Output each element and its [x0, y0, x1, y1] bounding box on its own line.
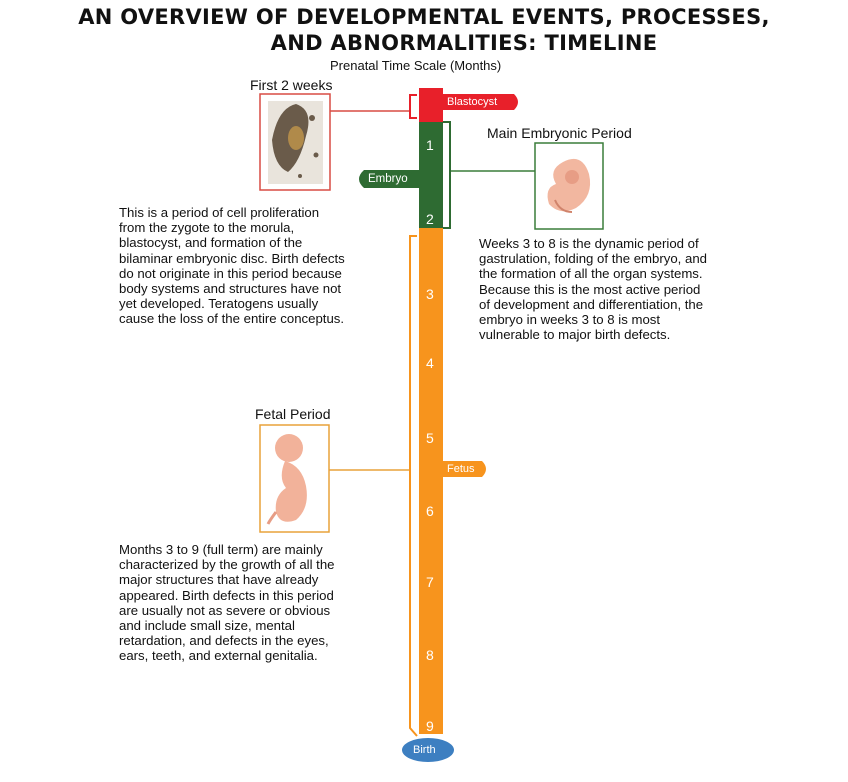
month-label-4: 4: [426, 355, 434, 371]
month-label-6: 6: [426, 503, 434, 519]
month-label-7: 7: [426, 574, 434, 590]
month-label-3: 3: [426, 286, 434, 302]
fetal-period-label: Fetal Period: [255, 406, 331, 422]
birth-oval: [402, 738, 454, 762]
month-label-5: 5: [426, 430, 434, 446]
fetal-period-description: Months 3 to 9 (full term) are mainly cha…: [119, 542, 335, 664]
stage-tag-blastocyst: Blastocyst: [447, 96, 498, 108]
timeline-subtitle: Prenatal Time Scale (Months): [330, 58, 502, 73]
embryo-bar: [419, 122, 443, 228]
fetus-illustration: [266, 434, 307, 525]
blastocyst-tag-shape: [441, 94, 518, 110]
stage-tag-embryo: Embryo: [368, 173, 408, 185]
embryo-bracket: [443, 121, 451, 229]
month-label-2: 2: [426, 211, 434, 227]
embryonic-period-description: Weeks 3 to 8 is the dynamic period of ga…: [479, 236, 707, 343]
blastocyst-bracket: [409, 94, 417, 119]
stage-tag-birth: Birth: [413, 744, 436, 756]
month-label-1: 1: [426, 137, 434, 153]
embryo-tag-shape: [359, 170, 419, 188]
first-weeks-description: This is a period of cell proliferation f…: [119, 205, 345, 327]
first-weeks-label: First 2 weeks: [250, 77, 333, 93]
embryo-illustration: [547, 158, 591, 213]
fetus-bar: [419, 228, 443, 734]
blastocyst-bar: [419, 88, 443, 122]
blastocyst-illustration: [268, 101, 323, 184]
month-label-9: 9: [426, 718, 434, 734]
title-line-2: AND ABNORMALITIES: TIMELINE: [270, 31, 658, 55]
title-line-1: AN OVERVIEW OF DEVELOPMENTAL EVENTS, PRO…: [78, 5, 770, 29]
embryonic-period-label: Main Embryonic Period: [487, 125, 632, 141]
month-label-8: 8: [426, 647, 434, 663]
stage-tag-fetus: Fetus: [447, 463, 475, 475]
fetus-tag-shape: [443, 461, 486, 477]
fetus-bracket: [409, 235, 418, 737]
